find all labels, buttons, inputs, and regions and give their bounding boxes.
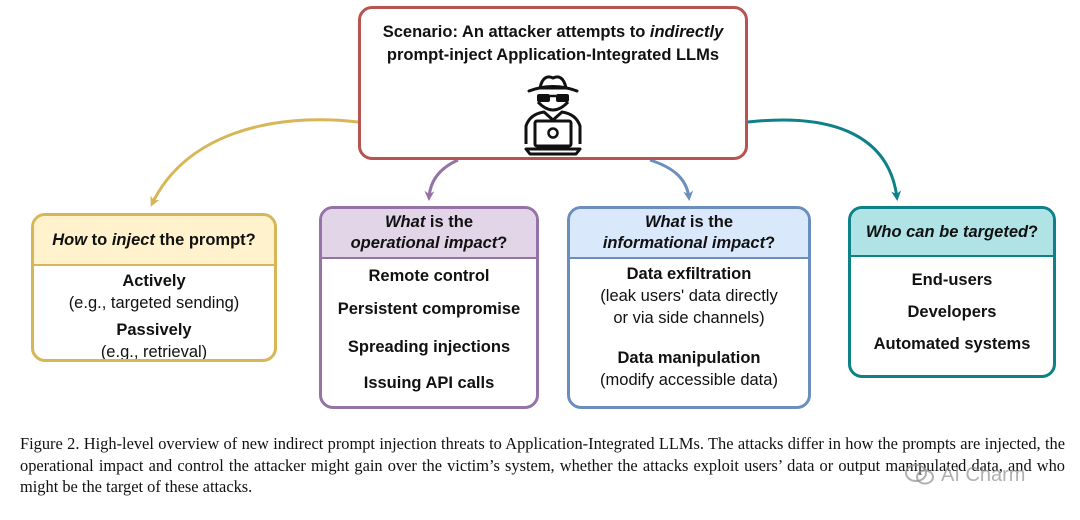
item-passively-example: (e.g., retrieval) (100, 343, 208, 361)
operational-impact-box: What is the operational impact? Remote c… (319, 206, 539, 409)
item-data-manipulation: Data manipulation (617, 349, 761, 367)
injection-method-box: How to inject the prompt? Actively (e.g.… (31, 213, 277, 362)
chat-bubble-icon (905, 464, 934, 485)
targets-box: Who can be targeted? End-users Developer… (848, 206, 1056, 378)
arrow-to-informational (649, 158, 694, 201)
item-data-manipulation-detail: (modify accessible data) (600, 371, 778, 389)
arrow-to-who (747, 118, 902, 201)
item-data-exfiltration-detail-1: (leak users' data directly (600, 287, 778, 305)
watermark-text: AI Charm (941, 463, 1026, 486)
item-end-users: End-users (911, 271, 993, 289)
informational-impact-header: What is the informational impact? (570, 209, 808, 259)
item-passively: Passively (116, 321, 192, 339)
injection-method-header: How to inject the prompt? (34, 216, 274, 266)
scenario-box: Scenario: An attacker attempts to indire… (358, 6, 748, 160)
arrow-to-how (150, 118, 359, 207)
targets-header: Who can be targeted? (851, 209, 1053, 257)
item-spreading-injections: Spreading injections (347, 338, 511, 356)
item-actively: Actively (122, 272, 186, 290)
arrow-to-operational (424, 158, 459, 201)
hacker-laptop-icon (524, 75, 582, 156)
informational-impact-box: What is the informational impact? Data e… (567, 206, 811, 409)
item-actively-example: (e.g., targeted sending) (68, 294, 240, 312)
operational-impact-header: What is the operational impact? (322, 209, 536, 259)
item-data-exfiltration-detail-2: or via side channels) (613, 309, 765, 327)
item-remote-control: Remote control (368, 267, 490, 285)
item-developers: Developers (907, 303, 997, 321)
item-automated-systems: Automated systems (873, 335, 1031, 353)
item-data-exfiltration: Data exfiltration (626, 265, 752, 283)
item-issuing-api-calls: Issuing API calls (363, 374, 495, 392)
watermark: AI Charm (905, 460, 1055, 490)
scenario-title: Scenario: An attacker attempts to indire… (382, 23, 724, 64)
figure-caption: Figure 2. High-level overview of new ind… (20, 434, 1065, 496)
item-persistent-compromise: Persistent compromise (337, 300, 521, 318)
